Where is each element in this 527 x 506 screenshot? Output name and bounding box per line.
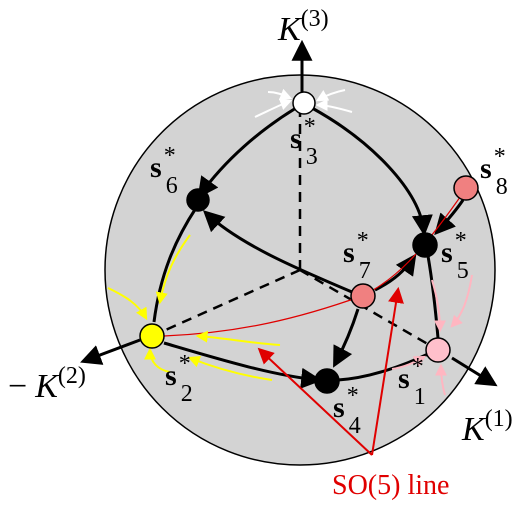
label-s1: s*1 bbox=[398, 354, 426, 410]
fixed-points bbox=[139, 91, 479, 394]
fixed-point-s6 bbox=[186, 188, 210, 212]
axis-k1-arrow bbox=[451, 356, 498, 387]
label-s7: s*7 bbox=[343, 228, 371, 284]
label-s6: s*6 bbox=[150, 143, 178, 199]
label-s8: s*8 bbox=[480, 144, 508, 200]
pink-flows bbox=[391, 274, 473, 396]
fixed-point-s5 bbox=[412, 232, 438, 258]
axis-arrows bbox=[80, 39, 498, 387]
label-s4: s*4 bbox=[333, 383, 361, 439]
flow-s7-s4 bbox=[333, 308, 360, 368]
fixed-point-s8 bbox=[453, 175, 479, 201]
axis-k2-arrow bbox=[80, 338, 141, 365]
hidden-axes bbox=[151, 110, 439, 352]
axis-label-k1: K(1) bbox=[461, 406, 513, 448]
label-s3: s*3 bbox=[290, 114, 318, 170]
yellow-flows bbox=[107, 234, 281, 381]
flow-s2-s4 bbox=[163, 341, 323, 389]
fixed-point-s1 bbox=[425, 337, 451, 363]
flow-s6-s2 bbox=[152, 207, 198, 323]
fixed-point-s4 bbox=[314, 368, 340, 394]
flow-s3-s6 bbox=[197, 106, 297, 199]
fixed-point-s3 bbox=[292, 91, 316, 115]
flow-s8-s5 bbox=[434, 199, 465, 236]
so5-pointers bbox=[257, 286, 404, 456]
axis-label-k3: K(3) bbox=[277, 6, 329, 48]
so5-label: SO(5) line bbox=[332, 470, 449, 501]
flow-s7-s5 bbox=[374, 253, 417, 292]
label-s5: s*5 bbox=[441, 228, 469, 284]
label-s2: s*2 bbox=[165, 351, 193, 407]
fixed-point-s7 bbox=[350, 283, 376, 309]
flow-s7-s6 bbox=[202, 210, 353, 294]
fixed-point-s2 bbox=[139, 323, 165, 349]
flow-s3-s5 bbox=[311, 106, 433, 237]
white-flows bbox=[254, 88, 353, 118]
axis-label-k2: −K(2) bbox=[8, 363, 86, 405]
